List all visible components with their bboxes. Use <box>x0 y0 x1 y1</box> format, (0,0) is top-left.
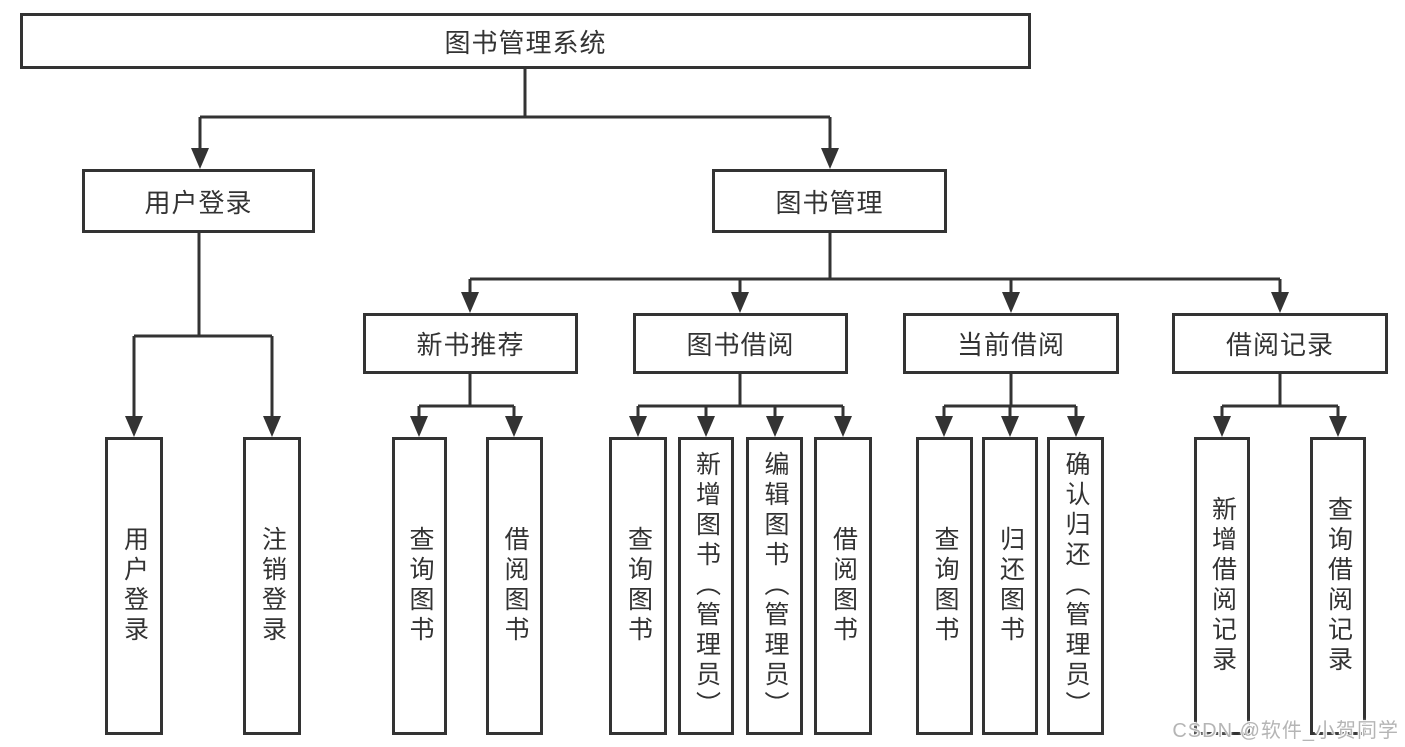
connector-borrow-records-branch <box>1220 374 1340 426</box>
leaf-nbr-query-books-label: 查询图书 <box>406 526 434 646</box>
connector-new-book-recommend-branch <box>417 374 516 426</box>
leaf-nbr-query-books: 查询图书 <box>392 437 447 735</box>
leaf-br-query-borrow-record: 查询借阅记录 <box>1310 437 1366 735</box>
arrow-down-icon <box>125 416 143 437</box>
node-root: 图书管理系统 <box>20 13 1031 69</box>
arrow-down-icon <box>821 148 839 169</box>
connector-root-branch <box>198 69 832 158</box>
leaf-user-login-label: 用户登录 <box>120 526 149 646</box>
leaf-bb-edit-books-admin: 编辑图书（管理员） <box>746 437 803 735</box>
connector-user-login-branch <box>132 233 274 426</box>
leaf-bb-add-books-admin: 新增图书（管理员） <box>678 437 734 735</box>
arrow-down-icon <box>629 416 647 437</box>
arrow-down-icon <box>1271 292 1289 313</box>
arrow-down-icon <box>1002 292 1020 313</box>
node-user-login: 用户登录 <box>82 169 315 233</box>
leaf-br-query-borrow-record-label: 查询借阅记录 <box>1324 496 1353 676</box>
arrow-down-icon <box>1067 416 1085 437</box>
arrowheads <box>125 148 1347 437</box>
leaf-cb-confirm-return-admin-label: 确认归还（管理员） <box>1062 451 1090 721</box>
node-user-login-label: 用户登录 <box>144 187 253 218</box>
arrow-down-icon <box>1213 416 1231 437</box>
arrow-down-icon <box>935 416 953 437</box>
leaf-cb-confirm-return-admin: 确认归还（管理员） <box>1047 437 1104 735</box>
leaf-cb-return-books: 归还图书 <box>982 437 1038 735</box>
leaf-bb-query-books: 查询图书 <box>609 437 667 735</box>
leaf-logout: 注销登录 <box>243 437 301 735</box>
csdn-watermark: CSDN @软件_小贺同学 <box>1172 720 1399 742</box>
arrow-down-icon <box>834 416 852 437</box>
arrow-down-icon <box>731 292 749 313</box>
connector-book-borrow-branch <box>636 374 845 426</box>
leaf-bb-borrow-books: 借阅图书 <box>814 437 872 735</box>
leaf-br-add-borrow-record-label: 新增借阅记录 <box>1208 496 1237 676</box>
connector-book-management-branch <box>468 233 1282 302</box>
arrow-down-icon <box>1329 416 1347 437</box>
leaf-nbr-borrow-books-label: 借阅图书 <box>501 526 529 646</box>
node-borrow-records: 借阅记录 <box>1172 313 1388 374</box>
leaf-bb-edit-books-admin-label: 编辑图书（管理员） <box>761 451 789 721</box>
arrow-down-icon <box>697 416 715 437</box>
node-current-borrow-label: 当前借阅 <box>956 330 1065 360</box>
arrow-down-icon <box>410 416 428 437</box>
arrow-down-icon <box>461 292 479 313</box>
leaf-br-add-borrow-record: 新增借阅记录 <box>1194 437 1250 735</box>
node-book-borrow: 图书借阅 <box>633 313 848 374</box>
arrow-down-icon <box>191 148 209 169</box>
arrow-down-icon <box>263 416 281 437</box>
arrow-down-icon <box>505 416 523 437</box>
arrow-down-icon <box>1001 416 1019 437</box>
leaf-bb-borrow-books-label: 借阅图书 <box>829 526 858 646</box>
node-new-book-recommend: 新书推荐 <box>363 313 578 374</box>
node-book-borrow-label: 图书借阅 <box>686 330 795 360</box>
leaf-cb-query-books-label: 查询图书 <box>931 526 959 646</box>
leaf-bb-add-books-admin-label: 新增图书（管理员） <box>692 451 721 721</box>
leaf-logout-label: 注销登录 <box>258 526 287 646</box>
leaf-cb-return-books-label: 归还图书 <box>996 526 1025 646</box>
leaf-bb-query-books-label: 查询图书 <box>624 526 653 646</box>
node-borrow-records-label: 借阅记录 <box>1225 330 1334 360</box>
node-book-management: 图书管理 <box>712 169 947 233</box>
node-new-book-recommend-label: 新书推荐 <box>416 330 525 360</box>
arrow-down-icon <box>766 416 784 437</box>
leaf-cb-query-books: 查询图书 <box>916 437 973 735</box>
node-root-label: 图书管理系统 <box>444 27 607 58</box>
node-book-management-label: 图书管理 <box>775 187 884 218</box>
node-current-borrow: 当前借阅 <box>903 313 1119 374</box>
leaf-nbr-borrow-books: 借阅图书 <box>486 437 543 735</box>
leaf-user-login: 用户登录 <box>105 437 163 735</box>
